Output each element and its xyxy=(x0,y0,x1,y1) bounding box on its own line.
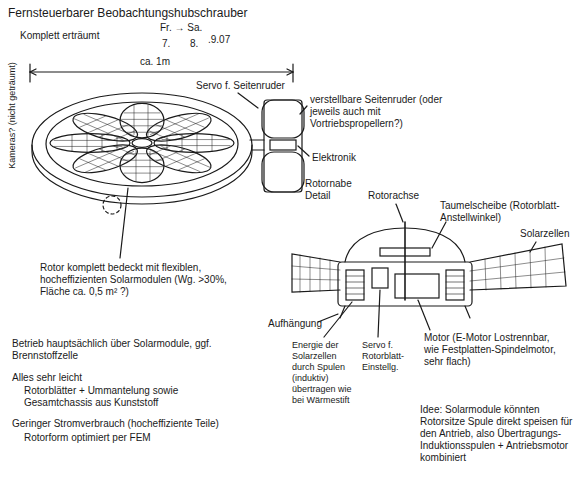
dimension-line xyxy=(30,71,293,72)
solar-band-left xyxy=(292,254,340,292)
swashplate xyxy=(380,248,430,256)
sketch-note: Rotorform optimiert per FEM xyxy=(24,432,151,444)
blade-hatch xyxy=(140,110,219,144)
sketch-note: Idee: Solarmodule könnten Rotorsitze Spu… xyxy=(420,404,578,464)
blade-outline xyxy=(61,140,149,178)
sketch-note: Kameras? (nicht geträumt) xyxy=(7,61,18,171)
blade-hatch xyxy=(160,134,230,152)
leader-line xyxy=(418,300,430,330)
sketch-note: ca. 1m xyxy=(140,56,170,68)
sketch-note: Taumelscheibe (Rotorblatt-Anstellwinkel) xyxy=(440,200,575,224)
sketch-note: Elektronik xyxy=(312,152,356,164)
rotor-axis xyxy=(404,222,406,300)
rudder-post xyxy=(264,100,302,192)
leader-line xyxy=(298,146,309,156)
rudder-lower xyxy=(262,152,304,192)
sketch-note: Rotorachse xyxy=(368,190,419,202)
sketch-note: Geringer Stromverbrauch (hocheffiziente … xyxy=(12,418,219,430)
motor-block xyxy=(395,274,439,298)
leader-line xyxy=(378,290,380,337)
sketch-note: Energie der Solarzellen durch Spulen (in… xyxy=(292,340,358,406)
sketch-note: Fr. → Sa. xyxy=(160,22,202,34)
blade xyxy=(135,140,223,178)
blade xyxy=(61,108,149,146)
blade-outline xyxy=(50,134,130,153)
blade xyxy=(50,134,130,153)
leader-line xyxy=(120,188,128,258)
electronics-box xyxy=(270,140,296,150)
coil xyxy=(346,270,364,300)
sketch-note: Servo f. Seitenruder xyxy=(196,80,285,92)
coil-windings xyxy=(446,276,464,294)
blade-hatch xyxy=(54,134,124,152)
sketch-note: Alles sehr leicht xyxy=(12,372,82,384)
disc-inner xyxy=(46,102,238,186)
blade-outline xyxy=(135,140,223,178)
disc-outer xyxy=(32,93,252,197)
solar-grid xyxy=(292,255,340,292)
dimension-tick xyxy=(29,64,30,82)
sketch-title: Fernsteuerbarer Beobachtungshubschrauber xyxy=(8,6,247,20)
sketch-note: Motor (E-Motor Lostrennbar, wie Festplat… xyxy=(424,332,564,368)
sketch-note: .9.07 xyxy=(208,34,230,46)
sketch-note: Betrieb hauptsächlich über Solarmodule, … xyxy=(12,338,222,362)
camera-dashed xyxy=(103,196,121,214)
blade xyxy=(120,103,164,137)
sketch-note: Rotor komplett bedeckt mit flexiblen, ho… xyxy=(40,262,250,298)
rotor-hub xyxy=(132,139,152,148)
blade-outline xyxy=(120,148,164,182)
mount-legs xyxy=(340,306,470,318)
coil-windings xyxy=(346,276,364,294)
rotor-blades xyxy=(50,103,234,182)
solar-grid xyxy=(470,247,565,290)
sketch-note: Rotorblätter + Ummantelung sowie Gesamtc… xyxy=(24,385,204,409)
servo-block xyxy=(372,268,388,288)
blade-hatch xyxy=(121,105,163,135)
blade-outline xyxy=(120,103,164,137)
sketch-note: Aufhängung xyxy=(268,318,322,330)
sketch-note: Komplett erträumt xyxy=(20,30,99,42)
leader-line xyxy=(324,302,352,337)
sketch-note: 7. xyxy=(162,38,170,50)
sketch-note: 8. xyxy=(190,38,198,50)
sketch-note: Servo f. Rotorblatt-Einstellg. xyxy=(362,340,420,373)
coil xyxy=(446,270,464,300)
rudder-upper xyxy=(262,100,304,138)
leader-line xyxy=(396,204,403,222)
blade xyxy=(61,140,149,178)
dimension-tick xyxy=(292,64,293,82)
solar-band-right xyxy=(470,244,566,290)
disc-rim xyxy=(32,145,252,204)
sketch-note: Solarzellen xyxy=(520,228,569,240)
blade-outline xyxy=(61,108,149,146)
blade xyxy=(135,108,223,146)
sketch-note: Rotornabe Detail xyxy=(305,178,365,202)
leader-line xyxy=(530,242,536,252)
tail-boom xyxy=(250,140,264,150)
blade-hatch xyxy=(140,142,219,176)
leader-line xyxy=(432,222,446,248)
blade-outline xyxy=(135,108,223,146)
blade-hatch xyxy=(65,142,144,176)
leader-line xyxy=(238,93,258,108)
blade xyxy=(120,148,164,182)
blade-hatch xyxy=(65,110,144,144)
leader-line xyxy=(300,106,307,114)
blade-hatch xyxy=(121,151,163,181)
dimension-arrows xyxy=(30,69,293,75)
sketch-note: verstellbare Seitenruder (oder jeweils a… xyxy=(310,94,450,130)
